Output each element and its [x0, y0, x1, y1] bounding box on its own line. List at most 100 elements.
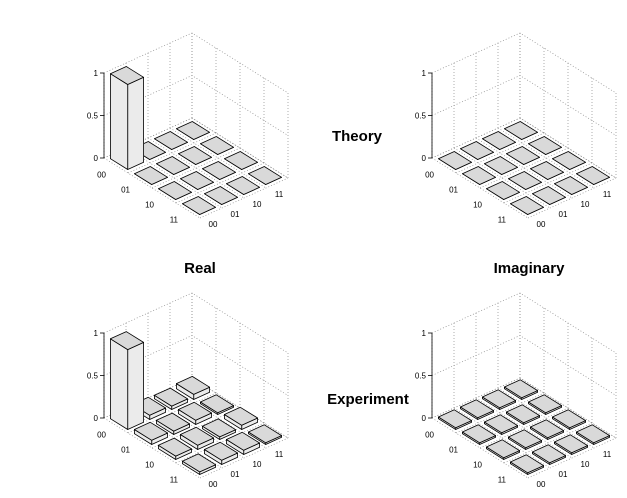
grid-line [103, 157, 201, 219]
grid-line [503, 162, 593, 204]
z-tick-label: 0 [422, 154, 427, 163]
z-tick-label: 0.5 [87, 112, 99, 121]
bar [110, 331, 145, 430]
bar [203, 441, 239, 465]
grid-line [103, 75, 289, 136]
bar [223, 406, 259, 430]
grid-line [431, 75, 617, 136]
z-tick-label: 0.5 [415, 372, 427, 381]
bar [223, 151, 259, 170]
z-tick-label: 1 [422, 329, 427, 338]
col-tick-label: 00 [209, 480, 218, 489]
col-tick-label: 01 [231, 210, 240, 219]
bar [437, 409, 473, 430]
grid-line [479, 407, 569, 449]
bar [133, 421, 169, 445]
bar [179, 426, 215, 450]
z-tick-label: 0.5 [87, 372, 99, 381]
bar [225, 176, 261, 195]
bar [157, 181, 193, 200]
col-tick-label: 11 [275, 190, 284, 199]
grid-line [103, 335, 289, 396]
bar [225, 431, 261, 455]
bar [509, 454, 544, 475]
row-tick-label: 00 [425, 431, 434, 440]
grid-line [497, 127, 595, 189]
bar [133, 166, 169, 185]
col-tick-label: 00 [209, 220, 218, 229]
col-tick-label: 00 [537, 220, 546, 229]
row-tick-label: 01 [449, 446, 458, 455]
bar [503, 379, 538, 400]
col-tick-label: 11 [603, 450, 612, 459]
z-tick-label: 0.5 [415, 112, 427, 121]
z-tick-label: 0 [94, 154, 99, 163]
bar [481, 131, 516, 150]
grid-line [497, 387, 595, 449]
bar [552, 151, 586, 170]
row-tick-label: 01 [449, 186, 458, 195]
grid-line [455, 392, 545, 434]
bar [528, 394, 562, 415]
bar [483, 414, 518, 435]
row-tick-label: 10 [473, 201, 482, 210]
heading-real: Real [184, 260, 216, 277]
grid-line [527, 437, 617, 479]
bar [199, 136, 235, 155]
row-tick-label: 10 [473, 461, 482, 470]
bar [483, 156, 518, 175]
bar [181, 196, 217, 215]
bar [201, 418, 237, 440]
grid-line [175, 162, 265, 204]
grid-line [169, 127, 267, 189]
col-tick-label: 11 [603, 190, 612, 199]
bar [576, 424, 610, 445]
bar [485, 181, 520, 200]
grid-line [479, 147, 569, 189]
grid-line [103, 417, 201, 479]
bar [552, 409, 586, 430]
row-tick-label: 11 [498, 216, 507, 225]
row-tick-label: 00 [97, 431, 106, 440]
bar [461, 166, 497, 185]
z-tick-label: 1 [422, 69, 427, 78]
bar [507, 171, 542, 190]
grid-line [431, 117, 617, 179]
grid-line [519, 377, 617, 439]
grid-line [127, 132, 217, 174]
bar [175, 121, 211, 140]
bar [459, 399, 495, 420]
bar [507, 429, 542, 450]
row-tick-label: 11 [170, 476, 179, 485]
row-tick-label: 01 [121, 446, 130, 455]
bar [485, 439, 520, 460]
bar [503, 121, 538, 140]
bar [201, 161, 237, 180]
grid-line [151, 147, 241, 189]
grid-line [199, 177, 289, 219]
row-tick-label: 00 [425, 171, 434, 180]
col-tick-label: 00 [537, 480, 546, 489]
row-tick-label: 00 [97, 171, 106, 180]
row-tick-label: 10 [145, 201, 154, 210]
bar [110, 66, 145, 170]
grid-line [527, 177, 617, 219]
bar [505, 146, 540, 165]
z-tick-label: 0 [422, 414, 427, 423]
grid-line [431, 32, 617, 94]
col-tick-label: 01 [559, 470, 568, 479]
z-tick-label: 0 [94, 414, 99, 423]
bar [181, 453, 217, 475]
bar [576, 166, 610, 185]
bar [532, 444, 566, 465]
grid-line [431, 157, 529, 219]
grid-line [453, 407, 551, 469]
bar [532, 186, 566, 205]
grid-line [453, 147, 551, 209]
bar [247, 424, 283, 445]
bar [505, 404, 540, 425]
bar [528, 136, 562, 155]
bar [203, 186, 239, 205]
